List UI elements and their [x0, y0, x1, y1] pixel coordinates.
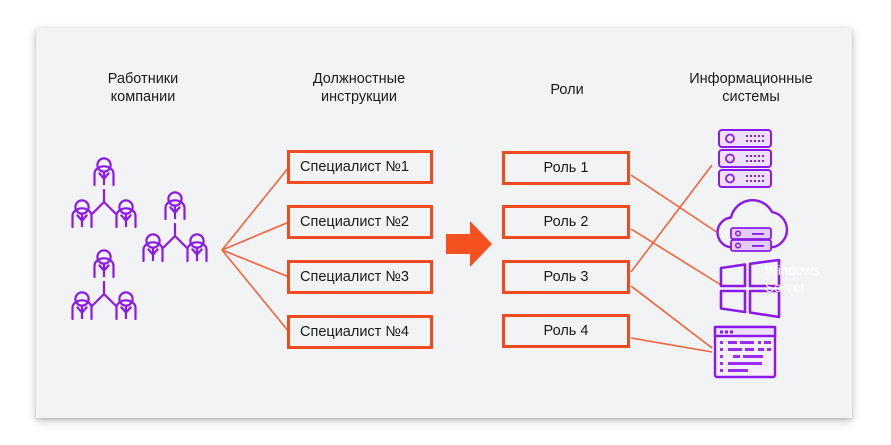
column-title-employees: Работники компании — [107, 71, 179, 105]
job-box-specialist-1[interactable]: Специалист №1 — [287, 150, 433, 184]
job-box-specialist-3[interactable]: Специалист №3 — [287, 260, 433, 294]
role-box-4[interactable]: Роль 4 — [502, 314, 630, 348]
role-box-1[interactable]: Роль 1 — [502, 151, 630, 185]
column-title-information-systems: Информационные системы — [689, 71, 813, 105]
role-box-label: Роль 3 — [543, 269, 589, 285]
column-title-roles: Роли — [550, 82, 584, 98]
job-box-specialist-2[interactable]: Специалист №2 — [287, 205, 433, 239]
job-box-label: Специалист №3 — [300, 269, 409, 285]
role-box-label: Роль 4 — [543, 323, 589, 339]
column-title-job-descriptions: Должностные инструкции — [312, 71, 406, 105]
job-box-label: Специалист №4 — [300, 324, 409, 340]
windows-server-label: Windows Server — [765, 263, 820, 295]
role-box-2[interactable]: Роль 2 — [502, 205, 630, 239]
job-box-specialist-4[interactable]: Специалист №4 — [287, 315, 433, 349]
role-box-label: Роль 2 — [543, 214, 589, 230]
role-box-3[interactable]: Роль 3 — [502, 260, 630, 294]
job-box-label: Специалист №2 — [300, 214, 409, 230]
job-box-label: Специалист №1 — [300, 159, 409, 175]
role-box-label: Роль 1 — [543, 160, 589, 176]
